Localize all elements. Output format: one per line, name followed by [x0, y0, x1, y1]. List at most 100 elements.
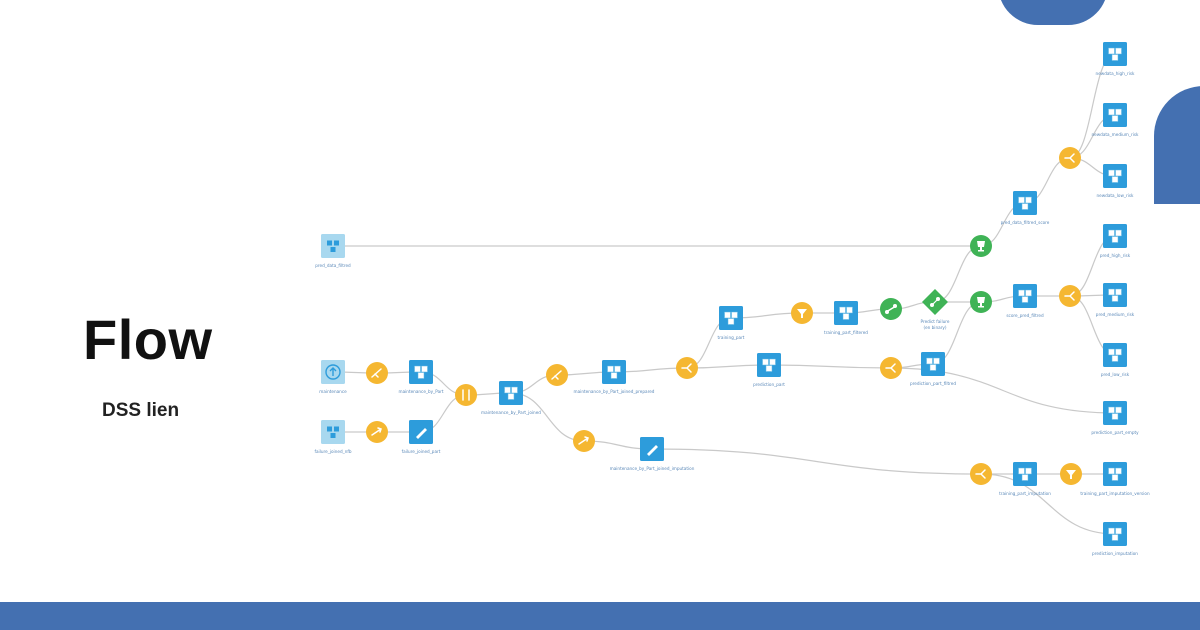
dataset-cubes-icon	[1108, 467, 1122, 481]
dataset-maintenance-by-part-joined-imputation[interactable]: maintenance_by_Part_joined_imputation	[610, 437, 695, 471]
recipe-split-r-split-1[interactable]	[676, 357, 698, 379]
model-label-cont: (en binary)	[923, 325, 946, 330]
dataset-label: maintenance_by_Part_joined_imputation	[610, 466, 695, 471]
dataset-training-part-imputation-version[interactable]: training_part_imputation_version	[1080, 462, 1150, 496]
dataset-pred-high-risk[interactable]: pred_high_risk	[1100, 224, 1131, 258]
dataset-label: training_part	[718, 335, 745, 340]
edges-layer	[332, 53, 1116, 535]
dataset-label: score_pred_filtred	[1006, 313, 1044, 318]
dataset-cubes-icon	[1018, 289, 1032, 303]
dataset-cubes-icon	[326, 425, 340, 439]
model-label: Predict failure	[921, 319, 950, 324]
dataset-pred-data-filtred[interactable]: pred_data_filtred	[315, 234, 351, 268]
dataset-label: failure_joined_nfb	[315, 449, 352, 454]
dataset-cubes-icon	[1108, 47, 1122, 61]
dataset-label: pred_high_risk	[1100, 253, 1131, 258]
upload-icon	[325, 364, 341, 380]
dataset-label: failure_joined_part	[402, 449, 441, 454]
dataset-cubes-icon	[1108, 527, 1122, 541]
dataset-cubes-icon	[607, 365, 621, 379]
recipe-filter-r-filter-training[interactable]	[791, 302, 813, 324]
dataset-maintenance[interactable]: maintenance	[319, 360, 347, 394]
dataset-maintenance-by-part[interactable]: maintenance_by_Part	[398, 360, 444, 394]
recipe-score-r-score-2[interactable]	[970, 291, 992, 313]
recipe-filter-r-filter-imputation[interactable]	[1060, 463, 1082, 485]
dataset-cubes-icon	[1108, 348, 1122, 362]
dataset-cubes-icon	[504, 386, 518, 400]
recipe-split-r-split-pred[interactable]	[1059, 285, 1081, 307]
dataset-label: prediction_part_filtred	[910, 381, 956, 386]
nodes-layer: pred_data_filtred maintenance failure_join…	[315, 42, 1150, 556]
flow-diagram: pred_data_filtred maintenance failure_join…	[315, 42, 1150, 556]
dataset-pred-low-risk[interactable]: pred_low_risk	[1101, 343, 1130, 377]
edge-maintenance_by_part_joined_imputation-to-r_split_imputation	[651, 448, 982, 475]
dataset-cubes-icon	[839, 306, 853, 320]
dataset-training-part[interactable]: training_part	[718, 306, 745, 340]
dataset-training-part-filtered[interactable]: training_part_filtered	[824, 301, 868, 335]
dataset-cubes-icon	[1108, 108, 1122, 122]
split-icon	[975, 469, 986, 479]
dataset-cubes-icon	[1018, 467, 1032, 481]
dataset-prediction-part-filtered[interactable]: prediction_part_filtred	[910, 352, 956, 386]
dataset-pred-medium-risk[interactable]: pred_medium_risk	[1096, 283, 1135, 317]
recipe-split-r-split-imputation[interactable]	[970, 463, 992, 485]
dataset-prediction-imputation[interactable]: prediction_imputation	[1092, 522, 1138, 556]
page-title: Flow	[83, 308, 213, 371]
dataset-maintenance-by-part-joined[interactable]: maintenance_by_Part_joined	[481, 381, 541, 415]
model-predict-failure[interactable]: Predict failure(en binary)	[921, 289, 950, 330]
trophy-icon	[977, 241, 985, 252]
dataset-label: training_part_imputation	[999, 491, 1051, 496]
recipe-prepare-r-prepare-joined[interactable]	[546, 364, 568, 386]
broom-icon	[551, 370, 562, 380]
recipe-sync-r-sync-failure[interactable]	[366, 421, 388, 443]
dataset-cubes-icon	[326, 239, 340, 253]
recipe-join-r-join[interactable]	[455, 384, 477, 406]
dataset-newdata-high-risk[interactable]: newdata_high_risk	[1096, 42, 1135, 76]
edge-r_split_1-to-prediction_part	[686, 364, 770, 369]
dataset-label: pred_low_risk	[1101, 372, 1130, 377]
dataset-label: maintenance	[319, 389, 347, 394]
arrow-icon	[371, 427, 382, 436]
dataset-label: prediction_part_empty	[1091, 430, 1139, 435]
dataset-label: pred_data_filtred_score	[1001, 220, 1050, 225]
split-icon	[1064, 153, 1075, 163]
edge-prediction_part-to-r_split_2	[768, 364, 892, 369]
dataset-label: training_part_filtered	[824, 330, 868, 335]
dataset-newdata-medium-risk[interactable]: newdata_medium_risk	[1092, 103, 1140, 137]
dataset-cubes-icon	[1108, 406, 1122, 420]
dataset-prediction-part[interactable]: prediction_part	[753, 353, 785, 387]
dataset-cubes-icon	[1018, 196, 1032, 210]
model-icon	[930, 297, 940, 307]
join-icon	[462, 389, 470, 401]
dataset-cubes-icon	[1108, 229, 1122, 243]
dataset-label: prediction_imputation	[1092, 551, 1138, 556]
dataset-pred-data-filtred-score[interactable]: pred_data_filtred_score	[1001, 191, 1050, 225]
dss-link[interactable]: DSS lien	[102, 400, 180, 421]
recipe-sync-r-sync-imputation[interactable]	[573, 430, 595, 452]
dataset-cubes-icon	[926, 357, 940, 371]
dataset-failure-joined-part[interactable]: failure_joined_part	[402, 420, 441, 454]
dataset-newdata-low-risk[interactable]: newdata_low_risk	[1097, 164, 1134, 198]
dataset-training-part-imputation[interactable]: training_part_imputation	[999, 462, 1051, 496]
dataset-cubes-icon	[1108, 169, 1122, 183]
dataset-prediction-part-empty[interactable]: prediction_part_empty	[1091, 401, 1139, 435]
dataset-cubes-icon	[724, 311, 738, 325]
dataset-label: prediction_part	[753, 382, 785, 387]
dataset-failure-joined-nfb[interactable]: failure_joined_nfb	[315, 420, 352, 454]
dataset-maintenance-by-part-joined-prepared[interactable]: maintenance_by_Part_joined_prepared	[574, 360, 655, 394]
dataset-score-pred-filtred[interactable]: score_pred_filtred	[1006, 284, 1044, 318]
dataset-label: maintenance_by_Part_joined	[481, 410, 541, 415]
recipe-split-r-split-newdata[interactable]	[1059, 147, 1081, 169]
dataset-label: newdata_low_risk	[1097, 193, 1134, 198]
recipe-train-r-train[interactable]	[880, 298, 902, 320]
train-icon	[885, 304, 897, 314]
dataset-label: newdata_medium_risk	[1092, 132, 1140, 137]
recipe-split-r-split-2[interactable]	[880, 357, 902, 379]
dataset-cubes-icon	[414, 365, 428, 379]
dataset-label: maintenance_by_Part_joined_prepared	[574, 389, 655, 394]
edge-r_split_imputation-to-prediction_imputation	[980, 473, 1116, 535]
recipe-score-r-score-1[interactable]	[970, 235, 992, 257]
funnel-icon	[1066, 470, 1076, 479]
recipe-prepare-r-prepare-maintenance[interactable]	[366, 362, 388, 384]
pencil-icon	[416, 428, 427, 439]
